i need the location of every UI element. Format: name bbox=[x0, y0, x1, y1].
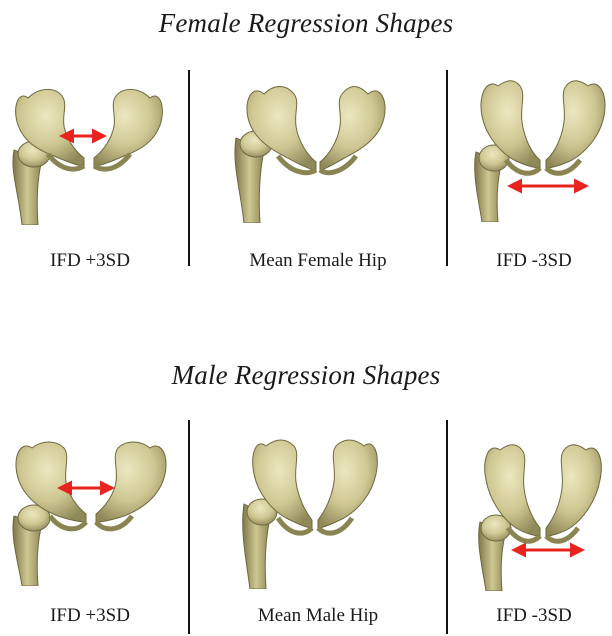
female-divider-1 bbox=[188, 70, 190, 266]
male-section-title: Male Regression Shapes bbox=[0, 360, 612, 391]
male-mean-figure bbox=[236, 434, 416, 589]
male-divider-2 bbox=[446, 420, 448, 634]
male-plus3sd-caption: IFD +3SD bbox=[0, 605, 190, 627]
female-plus3sd-caption: IFD +3SD bbox=[0, 250, 190, 272]
female-mean-figure bbox=[228, 78, 408, 223]
female-plus3sd-figure bbox=[8, 80, 188, 225]
male-minus3sd-figure bbox=[474, 436, 612, 591]
male-plus3sd-figure bbox=[8, 436, 188, 586]
male-mean-caption: Mean Male Hip bbox=[218, 605, 418, 627]
male-minus3sd-caption: IFD -3SD bbox=[434, 605, 612, 627]
female-divider-2 bbox=[446, 70, 448, 266]
female-minus3sd-figure bbox=[470, 72, 612, 222]
female-mean-caption: Mean Female Hip bbox=[218, 250, 418, 272]
male-divider-1 bbox=[188, 420, 190, 634]
female-section-title: Female Regression Shapes bbox=[0, 8, 612, 39]
female-minus3sd-caption: IFD -3SD bbox=[434, 250, 612, 272]
